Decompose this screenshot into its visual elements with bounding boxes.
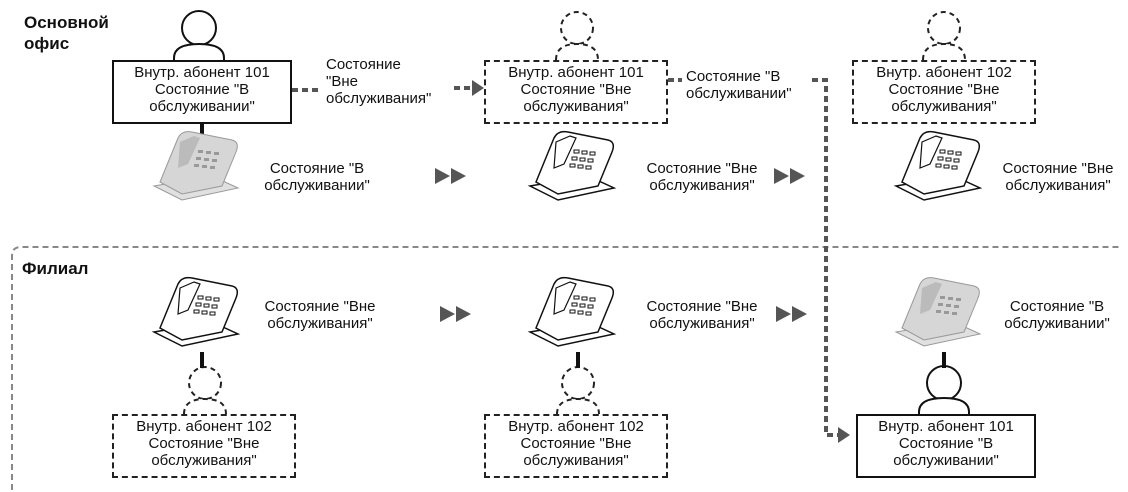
- user-dashed-icon: [556, 366, 600, 415]
- extension-label: Внутр. абонент 102: [136, 418, 272, 435]
- extension-status: обслуживания": [891, 98, 997, 115]
- extension-status: обслуживания": [523, 452, 629, 469]
- branch-heading: Филиал: [22, 259, 89, 278]
- phone-inactive-icon: [893, 130, 983, 201]
- user-dashed-icon: [922, 11, 966, 61]
- extension-box-active: Внутр. абонент 101 Состояние "В обслужив…: [856, 414, 1036, 478]
- phone-inactive-icon: [527, 276, 617, 347]
- extension-box-inactive: Внутр. абонент 101 Состояние "Вне обслуж…: [484, 60, 668, 124]
- next-step-arrow: [435, 168, 466, 184]
- main-office-heading: Основной офис: [24, 13, 109, 53]
- extension-label: Внутр. абонент 102: [508, 418, 644, 435]
- phone-inactive-icon: [151, 276, 241, 347]
- extension-status: обслуживания": [151, 452, 257, 469]
- branch-area-border: [11, 246, 1120, 490]
- extension-status: Состояние "Вне: [888, 81, 1000, 98]
- extension-status: обслуживании": [149, 98, 255, 115]
- extension-status: Состояние "Вне: [520, 81, 632, 98]
- transition-label: Состояние "В обслуживании": [686, 68, 792, 102]
- phone-active-icon: [894, 277, 982, 347]
- extension-label: Внутр. абонент 102: [876, 64, 1012, 81]
- extension-status: обслуживания": [523, 98, 629, 115]
- user-solid-icon: [918, 365, 970, 414]
- extension-status: Состояние "Вне: [148, 435, 260, 452]
- extension-status: Состояние "В: [898, 435, 994, 452]
- next-step-arrow: [440, 306, 471, 322]
- extension-status: обслуживании": [893, 452, 999, 469]
- extension-label: Внутр. абонент 101: [508, 64, 644, 81]
- user-dashed-icon: [183, 366, 227, 415]
- next-step-arrow: [776, 306, 807, 322]
- extension-status: Состояние "Вне: [520, 435, 632, 452]
- extension-label: Внутр. абонент 101: [878, 418, 1014, 435]
- extension-status: Состояние "В: [154, 81, 250, 98]
- extension-label: Внутр. абонент 101: [134, 64, 270, 81]
- phone-active-icon: [152, 131, 240, 201]
- user-dashed-icon: [555, 11, 599, 61]
- transition-label: Состояние "Вне обслуживания": [326, 56, 432, 107]
- extension-box-active: Внутр. абонент 101 Состояние "В обслужив…: [112, 60, 292, 124]
- next-step-arrow: [774, 168, 805, 184]
- extension-box-inactive: Внутр. абонент 102 Состояние "Вне обслуж…: [852, 60, 1036, 124]
- phone-inactive-icon: [527, 130, 617, 201]
- extension-box-inactive: Внутр. абонент 102 Состояние "Вне обслуж…: [484, 414, 668, 478]
- extension-box-inactive: Внутр. абонент 102 Состояние "Вне обслуж…: [112, 414, 296, 478]
